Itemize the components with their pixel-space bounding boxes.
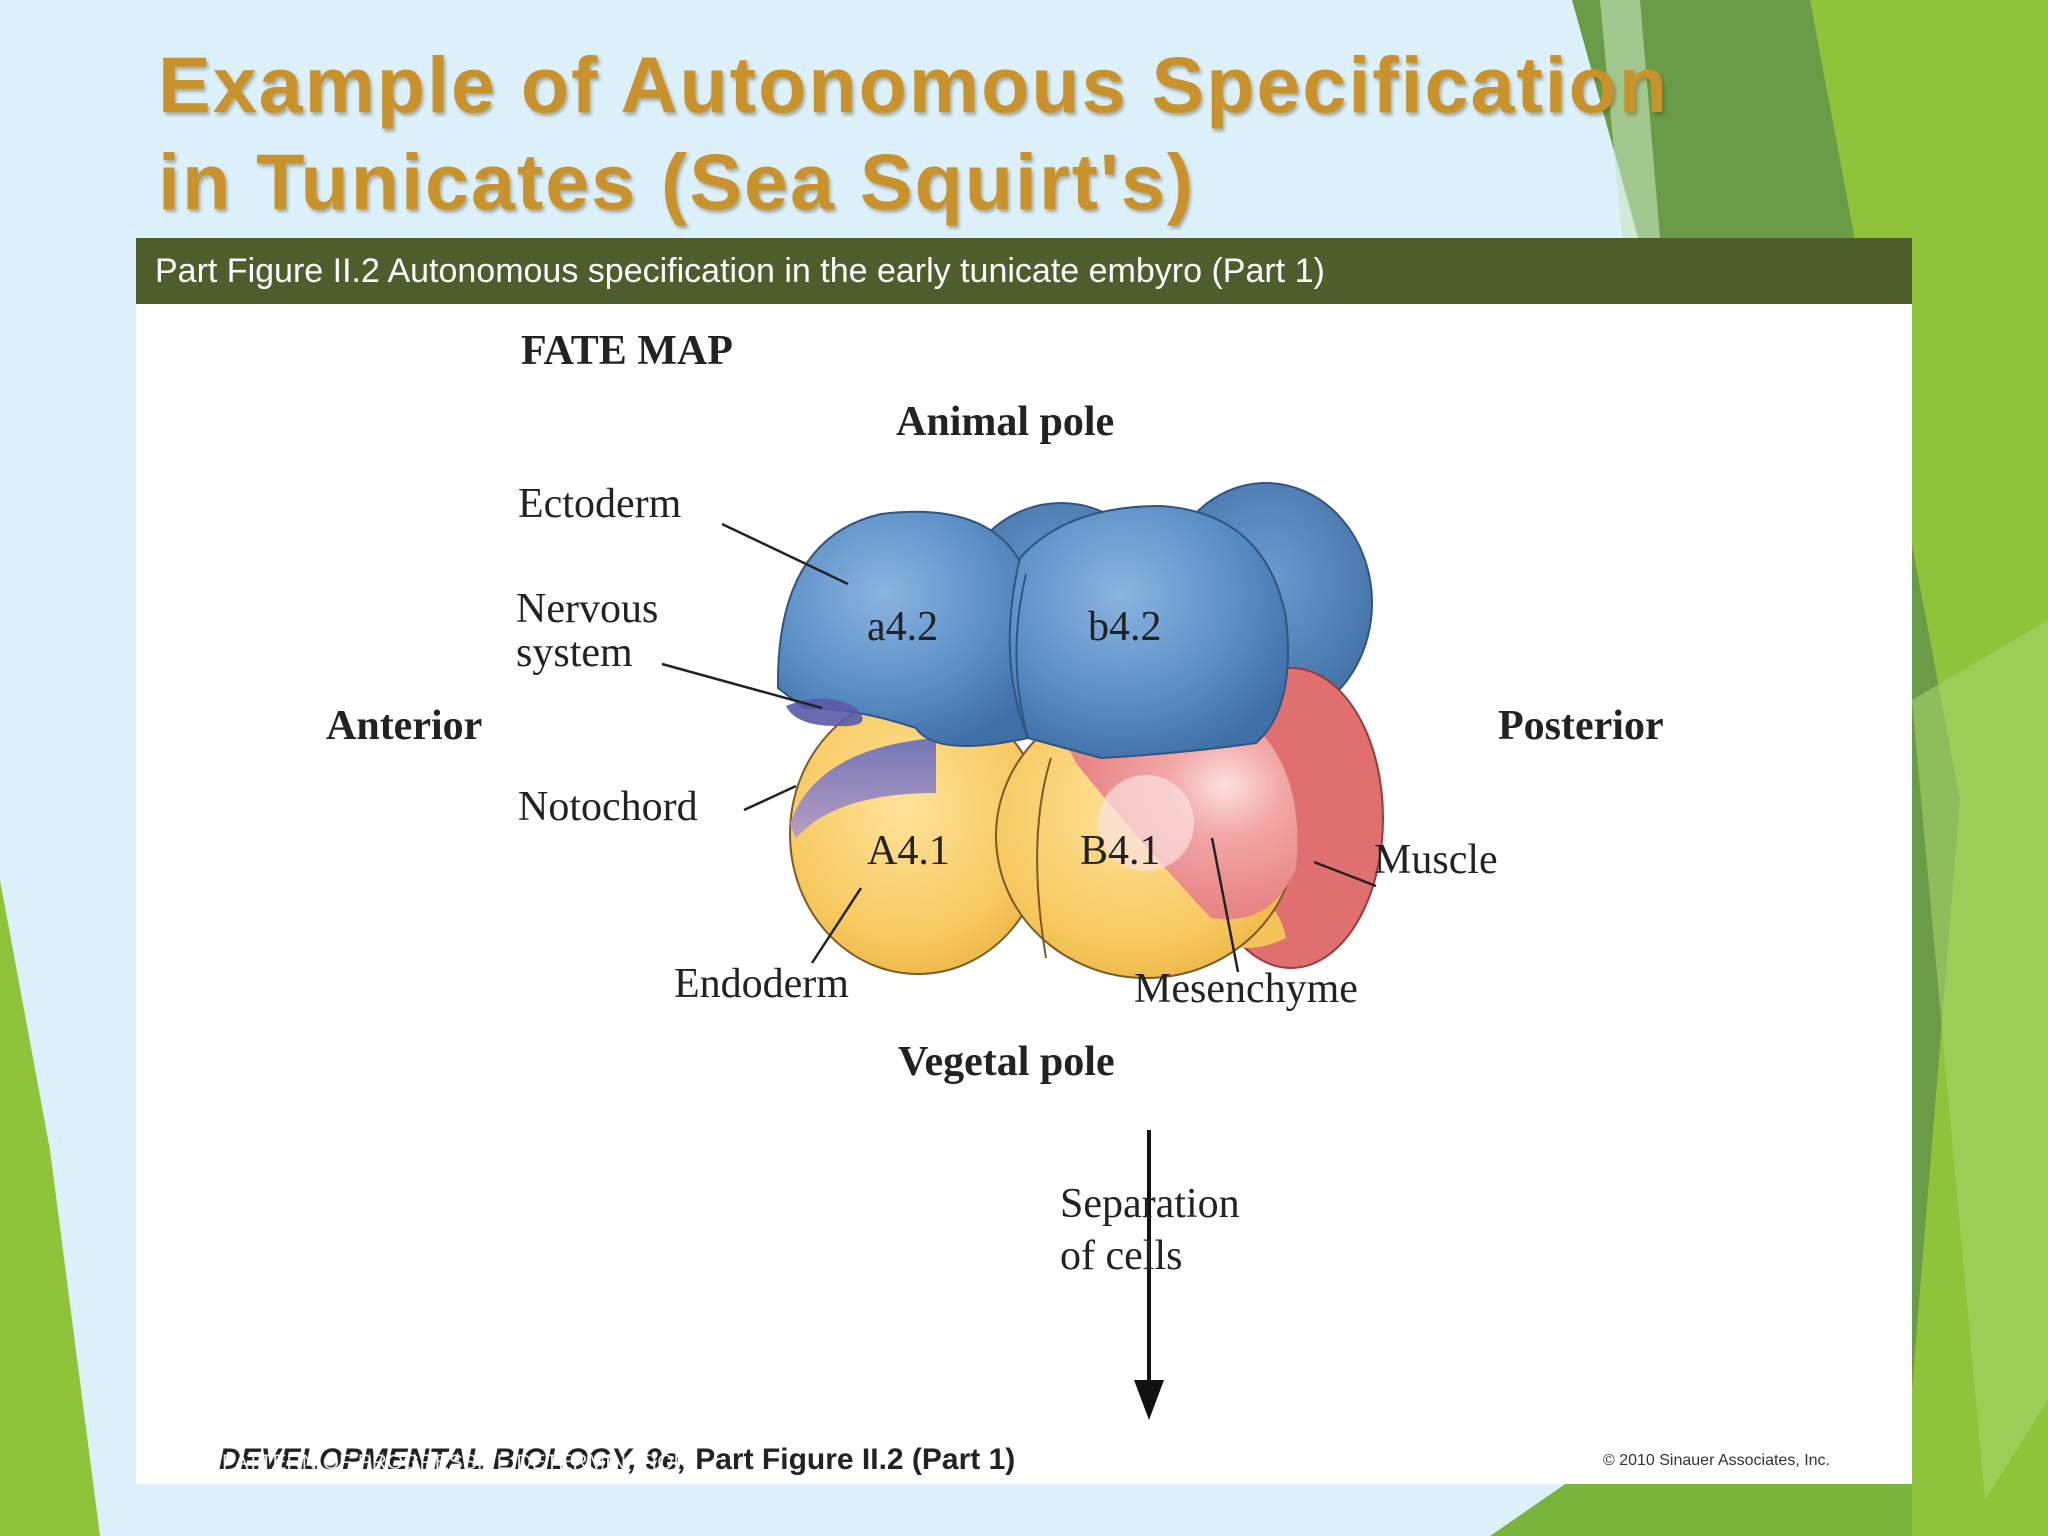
cell-a42	[776, 510, 1045, 747]
separation-arrow-head	[1134, 1380, 1164, 1420]
notochord-label: Notochord	[518, 784, 698, 830]
muscle-label: Muscle	[1374, 837, 1498, 883]
copyright-text: © 2010 Sinauer Associates, Inc.	[1602, 1452, 1830, 1469]
cell-boundary-bottom	[1036, 757, 1052, 959]
figure-panel: Part Figure II.2 Autonomous specificatio…	[136, 238, 1912, 1484]
leader-ectoderm	[721, 522, 849, 586]
cell-label-A41: A4.1	[867, 828, 950, 874]
leader-muscle	[1313, 860, 1377, 888]
vegetal-pole-label: Vegetal pole	[898, 1039, 1115, 1085]
anterior-label: Anterior	[326, 703, 483, 749]
nervous-system-region	[786, 698, 863, 727]
fate-map-title: FATE MAP	[521, 328, 733, 374]
mesenchyme-label: Mesenchyme	[1134, 966, 1358, 1012]
nervous-system-label-line1: Nervous	[516, 586, 659, 632]
leader-nervous-system	[661, 662, 823, 710]
nervous-system-label-line2: system	[516, 630, 633, 676]
slide-title: Example of Autonomous Specification in T…	[158, 36, 1918, 230]
cell-label-a42: a4.2	[867, 604, 939, 650]
cell-label-b42: b4.2	[1088, 604, 1162, 650]
background-right-highlight	[1912, 620, 2048, 1500]
figure-footer: DEVELOPMENTAL BIOLOGY, 9e, Part Figure I…	[219, 1443, 1015, 1477]
figure-header-text: Part Figure II.2 Autonomous specificatio…	[155, 252, 1325, 290]
background-left-triangle	[0, 880, 100, 1536]
cell-b42	[1008, 504, 1289, 760]
leader-endoderm	[810, 887, 863, 964]
slide-title-line1: Example of Autonomous Specification	[158, 40, 1670, 129]
posterior-label: Posterior	[1498, 703, 1664, 749]
endoderm-label: Endoderm	[674, 961, 849, 1007]
cell-label-B41: B4.1	[1080, 828, 1161, 874]
cell-B41	[995, 693, 1298, 979]
separation-label-line1: Separation	[1060, 1181, 1240, 1227]
watermark-text: PATTERN OF PROGRESSIVE DETERMINATION	[222, 1451, 689, 1474]
cell-boundary-top	[1015, 573, 1029, 739]
footer-part-figure: Part Figure II.2 (Part 1)	[686, 1443, 1016, 1476]
footer-book-title: DEVELOPMENTAL BIOLOGY, 9e,	[219, 1443, 687, 1476]
figure-header-bar: Part Figure II.2 Autonomous specificatio…	[136, 238, 1912, 304]
animal-pole-label: Animal pole	[896, 399, 1115, 445]
leader-notochord	[743, 784, 797, 812]
ectoderm-label: Ectoderm	[518, 481, 682, 527]
separation-label-line2: of cells	[1060, 1233, 1183, 1279]
slide-title-line2: in Tunicates (Sea Squirt's)	[158, 137, 1196, 226]
embryo-diagram	[661, 482, 1384, 1420]
leader-lines	[661, 522, 1377, 973]
leader-mesenchyme	[1210, 837, 1240, 973]
background-light-streak	[1600, 0, 1660, 238]
